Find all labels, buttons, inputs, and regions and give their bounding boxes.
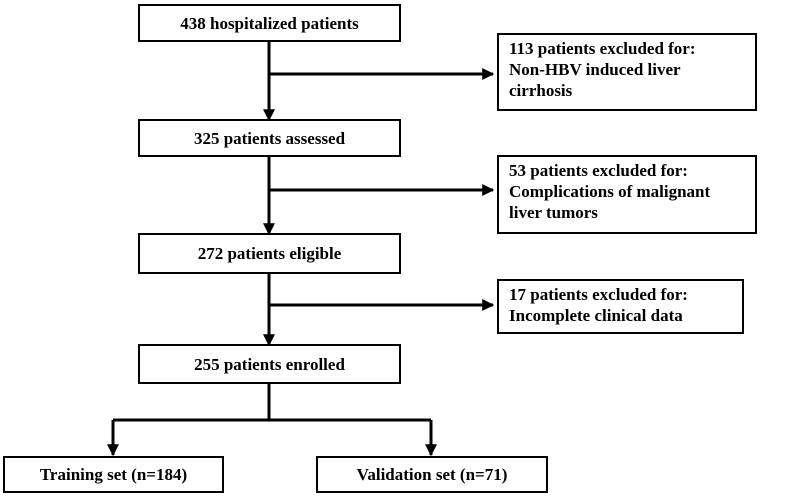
validation-set-label: Validation set (n=71) [356, 465, 508, 484]
exclusion-box-3: 17 patients excluded for: Incomplete cli… [497, 279, 744, 334]
exclusion-2-line-3: liver tumors [509, 203, 598, 222]
exclusion-box-2: 53 patients excluded for: Complications … [497, 155, 757, 234]
exclusion-1-line-2: Non-HBV induced liver [509, 60, 681, 79]
exclusion-box-1: 113 patients excluded for: Non-HBV induc… [497, 33, 757, 111]
exclusion-1-line-3: cirrhosis [509, 81, 573, 100]
exclusion-2-line-2: Complications of malignant [509, 182, 711, 201]
step-assessed-label: 325 patients assessed [193, 128, 346, 148]
step-hospitalized: 438 hospitalized patients [138, 4, 401, 42]
training-set-box: Training set (n=184) [3, 456, 224, 493]
step-eligible: 272 patients eligible [138, 233, 401, 274]
step-eligible-label: 272 patients eligible [197, 244, 342, 263]
step-hospitalized-label: 438 hospitalized patients [180, 13, 359, 33]
exclusion-3-line-1: 17 patients excluded for: [509, 285, 688, 304]
step-enrolled: 255 patients enrolled [138, 344, 401, 384]
step-assessed: 325 patients assessed [138, 119, 401, 157]
exclusion-1-line-1: 113 patients excluded for: [509, 39, 696, 58]
validation-set-box: Validation set (n=71) [316, 456, 548, 493]
training-set-label: Training set (n=184) [39, 465, 188, 484]
exclusion-3-line-2: Incomplete clinical data [509, 306, 683, 325]
exclusion-2-line-1: 53 patients excluded for: [509, 161, 688, 180]
step-enrolled-label: 255 patients enrolled [194, 354, 345, 374]
